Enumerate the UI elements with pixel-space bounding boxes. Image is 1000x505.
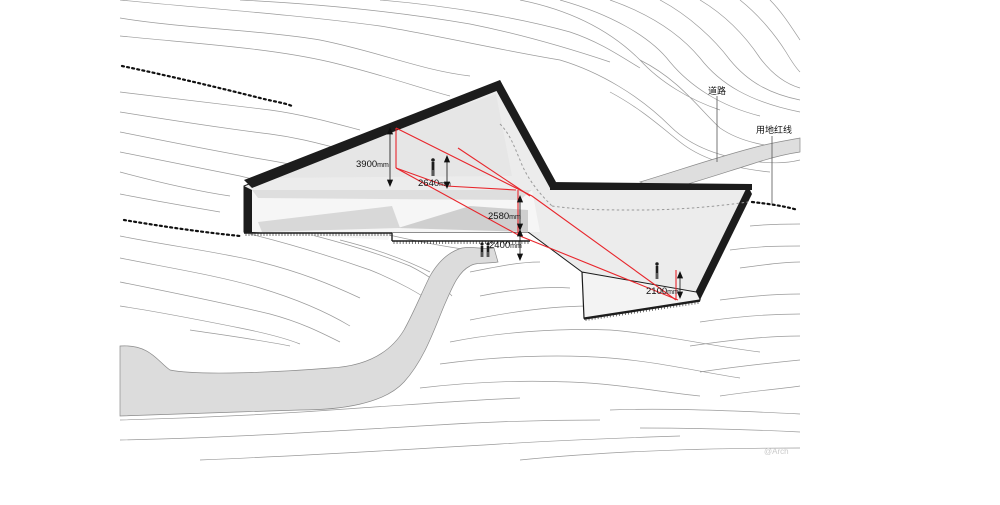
section-line-roof-diagonal bbox=[457, 147, 531, 197]
dimension-label-3900: 3900mm bbox=[356, 159, 389, 170]
road-label: 道路 bbox=[708, 85, 726, 96]
contour-line bbox=[689, 335, 801, 347]
dimension-arrow-2640 bbox=[443, 154, 451, 190]
contour-line bbox=[739, 261, 801, 269]
watermark: @Arch bbox=[764, 447, 789, 456]
contour-line bbox=[189, 329, 291, 347]
contour-line bbox=[739, 0, 801, 73]
contour-line bbox=[119, 17, 471, 77]
contour-line bbox=[469, 261, 541, 273]
contour-line bbox=[519, 447, 801, 461]
contour-line bbox=[479, 287, 571, 297]
contour-line bbox=[119, 281, 341, 343]
contour-line bbox=[119, 91, 361, 131]
contour-line bbox=[749, 223, 801, 227]
dimension-label-2400: 2400mm bbox=[489, 240, 522, 251]
left-wing-front-face bbox=[244, 186, 252, 232]
contour-line bbox=[699, 0, 801, 89]
contour-line bbox=[609, 408, 801, 415]
contour-line bbox=[419, 380, 701, 397]
contour-line bbox=[119, 257, 351, 327]
contour-line bbox=[249, 233, 439, 307]
contour-line bbox=[449, 329, 761, 353]
section-line-upper bbox=[395, 127, 677, 301]
contour-line bbox=[609, 0, 801, 113]
right-wing-rim bbox=[696, 186, 752, 300]
contour-line bbox=[439, 355, 741, 379]
person-figure bbox=[486, 242, 490, 257]
road-strip bbox=[639, 137, 801, 193]
dimension-arrow-3900 bbox=[386, 126, 394, 188]
hidden-edge-dashes bbox=[499, 123, 749, 211]
contour-line bbox=[659, 0, 801, 101]
dimension-arrow-2580 bbox=[516, 194, 524, 232]
dimension-arrow-2100 bbox=[676, 270, 684, 300]
contour-line bbox=[119, 0, 561, 61]
contour-line bbox=[379, 0, 641, 69]
boundary-upper bbox=[120, 64, 294, 108]
contour-line bbox=[729, 245, 801, 251]
contour-line bbox=[239, 0, 611, 63]
roof-peak-rim bbox=[496, 80, 556, 188]
contour-line bbox=[119, 171, 231, 197]
mid-step-floor bbox=[398, 206, 528, 232]
contour-line bbox=[199, 435, 681, 461]
roof-top-edge bbox=[550, 182, 752, 190]
contour-line bbox=[119, 35, 451, 97]
annotation-labels: 道路 用地红线 3900mm 2640mm 2580mm 2400mm 2100… bbox=[356, 85, 792, 456]
contour-line bbox=[119, 193, 221, 213]
contour-line bbox=[639, 427, 801, 433]
boundary-left bbox=[122, 218, 242, 238]
contour-line bbox=[699, 359, 801, 373]
hatch-ticks bbox=[245, 233, 699, 321]
contour-line bbox=[719, 385, 801, 397]
site-boundary-label: 用地红线 bbox=[756, 124, 792, 135]
dimension-label-2640: 2640mm bbox=[418, 178, 451, 189]
contour-line bbox=[119, 111, 346, 151]
person-figure bbox=[480, 242, 484, 257]
people-figures bbox=[431, 158, 659, 279]
left-wing-floor bbox=[258, 206, 400, 232]
site-boundary-dotted-lines bbox=[120, 64, 800, 238]
building-volume bbox=[243, 80, 752, 321]
roof-left-rim bbox=[244, 80, 504, 188]
contour-line bbox=[719, 293, 801, 301]
dimension-arrows bbox=[386, 126, 684, 300]
contour-line bbox=[769, 0, 801, 41]
contour-line bbox=[119, 419, 601, 441]
contour-line bbox=[119, 235, 361, 299]
person-figure bbox=[655, 262, 659, 279]
contour-line bbox=[559, 0, 761, 117]
dimension-arrow-2400 bbox=[516, 228, 524, 262]
contour-line bbox=[119, 397, 521, 421]
contour-line bbox=[699, 313, 801, 323]
contour-line bbox=[339, 239, 431, 273]
label-leaders bbox=[716, 96, 773, 204]
contour-line bbox=[469, 305, 591, 321]
left-wing-ceiling-shadow bbox=[252, 190, 532, 200]
contour-line bbox=[119, 305, 301, 345]
dimension-label-2580: 2580mm bbox=[488, 211, 521, 222]
boundary-right bbox=[750, 200, 800, 212]
person-figure bbox=[431, 158, 435, 176]
contour-line bbox=[559, 59, 801, 164]
dimension-label-2100: 2100mm bbox=[646, 286, 679, 297]
